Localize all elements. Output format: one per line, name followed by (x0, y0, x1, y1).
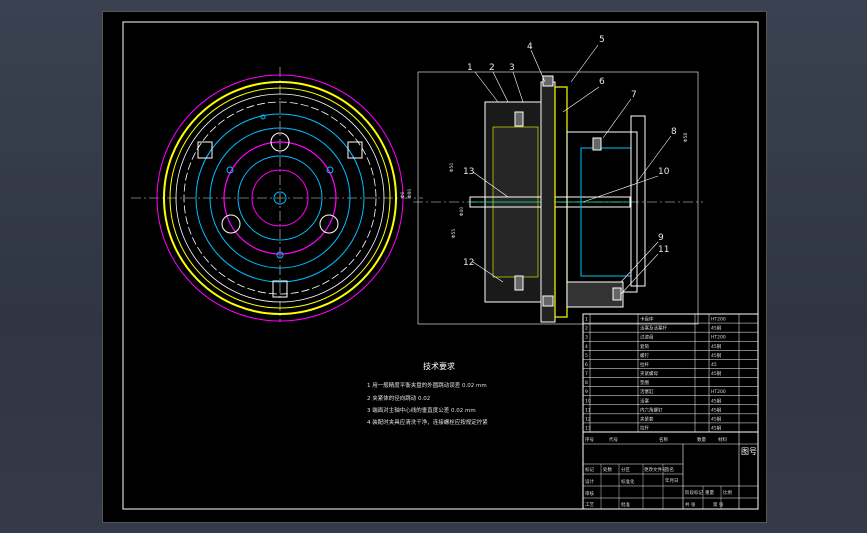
note-line: 4 装配时夹具应清洗干净，连接螺栓应按规定拧紧 (367, 418, 488, 426)
parts-list-cell: 活塞及活塞杆 (640, 325, 667, 332)
parts-list-cell: 夹紧套 (640, 415, 654, 422)
drawing-frame (122, 21, 759, 510)
dimension: Φ55 (451, 229, 457, 238)
parts-list-cell: 拉杆 (640, 425, 649, 432)
parts-list-cell: 9 (585, 389, 588, 395)
title-cell: 阶段标记 (685, 489, 703, 496)
title-cell: 重量 (705, 489, 714, 496)
header-cell: 名称 (659, 436, 668, 443)
parts-list-cell: 8 (585, 380, 588, 386)
dimension: Φ40 (459, 207, 465, 216)
parts-list-cell: 3 (585, 335, 588, 341)
parts-list-cell: 6 (585, 362, 588, 368)
title-cell: 共 张 (685, 501, 696, 508)
parts-list-cell: 10 (585, 398, 591, 404)
parts-list-cell: 过渡盘 (640, 334, 654, 341)
title-cell: 年月日 (665, 477, 679, 484)
parts-list-cell: 活塞 (640, 397, 649, 404)
part-number: 3 (509, 63, 515, 73)
parts-list-cell: 夹紧螺母 (640, 370, 658, 377)
parts-list-cell: 45钢 (711, 406, 722, 413)
part-number: 6 (599, 77, 605, 87)
parts-list-cell: 45钢 (711, 352, 722, 359)
parts-list-cell: HT200 (711, 389, 726, 395)
part-number: 8 (671, 127, 677, 137)
dimension: Φ58 (683, 133, 689, 142)
drawing-title: 图号 (741, 447, 757, 456)
part-number: 4 (527, 42, 533, 52)
title-cell: 标准化 (621, 478, 635, 485)
note-line: 1 用一般精度平衡夹盘的外圆跳动误差 0.02 mm (367, 381, 487, 389)
parts-list-cell: 2 (585, 326, 588, 332)
header-cell: 数量 (697, 436, 706, 443)
parts-list-cell: 卡盘体 (640, 316, 654, 323)
parts-list-cell: 45钢 (711, 343, 722, 350)
title-cell: 处数 (603, 466, 612, 473)
parts-list-cell: 内六角螺钉 (640, 406, 663, 413)
title-cell: 比例 (723, 489, 732, 496)
parts-list-cell: 12 (585, 416, 591, 422)
parts-list-cell: 45钢 (711, 370, 722, 377)
note-line: 2 夹紧体的径向跳动 0.02 (367, 394, 430, 402)
parts-list-cell: 45钢 (711, 425, 722, 432)
parts-list-cell: 套筒 (640, 343, 649, 350)
drawing-canvas: 1 2 3 4 5 6 7 8 9 10 11 12 13 Φ0 Φ80 Φ50… (122, 21, 759, 510)
title-cell: 工艺 (585, 502, 594, 508)
dimension: Φ80 (407, 189, 413, 198)
parts-list-cell: 垫圈 (640, 379, 649, 386)
note-line: 3 端面对主轴中心线的垂直度公差 0.02 mm (367, 406, 476, 414)
parts-list-cell: HT200 (711, 335, 726, 341)
parts-list-cell: 螺钉 (640, 352, 649, 359)
dimension: Φ0 (400, 191, 406, 198)
title-block: 序号 代号 名称 数量 材料 图号 标记 处数 分区 更改文件号 签名 年月日 … (582, 313, 759, 510)
part-number: 12 (463, 258, 474, 268)
notes-title: 技术要求 (423, 361, 455, 371)
title-cell: 第 张 (713, 501, 724, 508)
dimension: Φ50 (449, 163, 455, 172)
section-view (413, 71, 703, 325)
parts-list-cell: 45钢 (711, 397, 722, 404)
title-cell: 标记 (585, 466, 594, 473)
end-view (131, 67, 423, 322)
parts-list-cell: 13 (585, 426, 591, 432)
title-cell: 分区 (621, 466, 630, 473)
parts-list-cell: 1 (585, 317, 588, 323)
parts-list-cell: 45钢 (711, 325, 722, 332)
parts-list-cell: 11 (585, 407, 591, 413)
title-cell: 批准 (621, 501, 630, 508)
parts-list-cell: 45钢 (711, 415, 722, 422)
parts-list-cell: 拉杆 (640, 361, 649, 368)
parts-list-cell: 45 (711, 362, 717, 368)
parts-list-cell: 7 (585, 371, 588, 377)
title-cell: 审核 (585, 490, 594, 497)
dimension-labels: Φ0 Φ80 Φ50 Φ40 Φ55 Φ58 (400, 133, 689, 238)
technical-notes: 技术要求 1 用一般精度平衡夹盘的外圆跳动误差 0.02 mm 2 夹紧体的径向… (367, 361, 488, 426)
title-cell: 更改文件号 (644, 466, 667, 473)
parts-list-cell: 活塞缸 (640, 388, 654, 395)
part-number: 2 (489, 63, 495, 73)
parts-list-cell: 5 (585, 353, 588, 359)
title-cell: 签名 (665, 466, 674, 473)
header-cell: 材料 (718, 436, 727, 443)
title-cell: 设计 (585, 478, 594, 485)
header-cell: 代号 (609, 436, 618, 443)
part-number: 9 (658, 233, 664, 243)
header-cell: 序号 (585, 436, 594, 443)
parts-list-cell: 4 (585, 344, 588, 350)
part-number: 11 (658, 245, 669, 255)
leader-lines (472, 44, 672, 295)
part-number-labels: 1 2 3 4 5 6 7 8 9 10 11 12 13 (463, 35, 677, 268)
part-number: 1 (467, 63, 473, 73)
part-number: 7 (631, 90, 637, 100)
part-number: 10 (658, 167, 670, 177)
part-number: 5 (599, 35, 605, 45)
drawing-sheet[interactable]: 1 2 3 4 5 6 7 8 9 10 11 12 13 Φ0 Φ80 Φ50… (102, 11, 767, 523)
part-number: 13 (463, 167, 474, 177)
parts-list-cell: HT200 (711, 317, 726, 323)
